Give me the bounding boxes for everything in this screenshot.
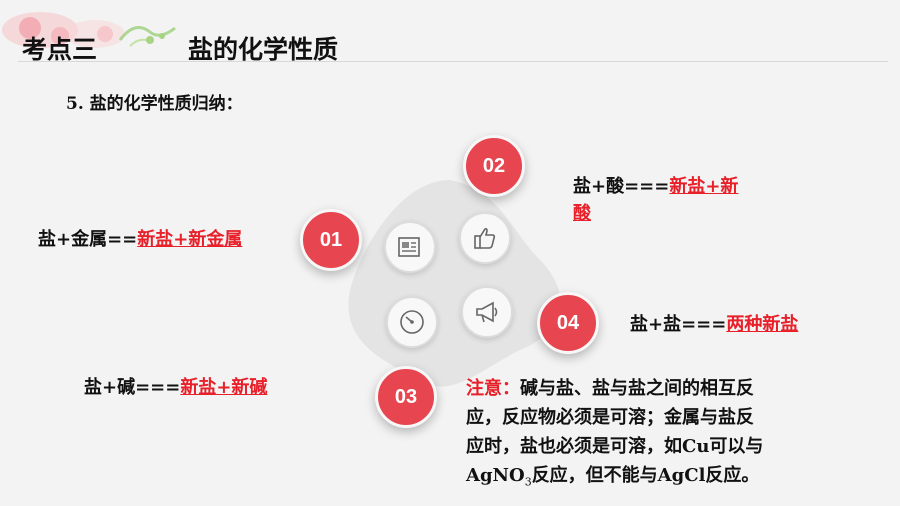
section-label: 考点三 [22, 35, 98, 64]
note-line4-pre: AgNO [466, 465, 525, 486]
item-04-text: 盐+盐===两种新盐 [630, 311, 798, 338]
number-circle-01: 01 [300, 209, 362, 271]
newspaper-icon [384, 221, 436, 273]
note-line2: 应，反应物必须是可溶；金属与盐反 [466, 407, 754, 428]
megaphone-icon [461, 286, 513, 338]
item-04-prefix: 盐+盐=== [630, 314, 727, 335]
note-line3: 应时，盐也必须是可溶，如Cu可以与 [466, 436, 764, 457]
item-01-result: 新盐+新金属 [137, 229, 243, 250]
subheading: 5. 盐的化学性质归纳： [66, 94, 243, 114]
note-block: 注意：碱与盐、盐与盐之间的相互反 应，反应物必须是可溶；金属与盐反 应时，盐也必… [466, 374, 846, 497]
header-divider [18, 61, 888, 62]
note-label: 注意： [466, 378, 520, 399]
item-04-result: 两种新盐 [726, 314, 799, 335]
note-line4-sub: 3 [524, 475, 532, 489]
number-circle-03: 03 [375, 366, 437, 428]
item-03-prefix: 盐+碱=== [84, 377, 181, 398]
thumbs-up-icon [459, 212, 511, 264]
item-01-text: 盐+金属==新盐+新金属 [38, 226, 242, 253]
flower-decoration [2, 12, 176, 48]
item-02-result-line1: 新盐+新 [669, 176, 739, 197]
number-circle-04: 04 [537, 292, 599, 354]
section-title: 盐的化学性质 [188, 35, 339, 64]
number-circle-02: 02 [463, 135, 525, 197]
item-02-prefix: 盐+酸=== [573, 176, 670, 197]
gauge-icon [386, 296, 438, 348]
item-02-result-line2: 酸 [573, 203, 591, 224]
item-03-text: 盐+碱===新盐+新碱 [84, 374, 267, 401]
note-line1: 碱与盐、盐与盐之间的相互反 [520, 378, 754, 399]
item-02-text: 盐+酸===新盐+新 酸 [573, 173, 738, 227]
note-line4-post: 反应，但不能与AgCl反应。 [531, 465, 760, 486]
item-03-result: 新盐+新碱 [180, 377, 268, 398]
item-01-prefix: 盐+金属== [38, 229, 138, 250]
